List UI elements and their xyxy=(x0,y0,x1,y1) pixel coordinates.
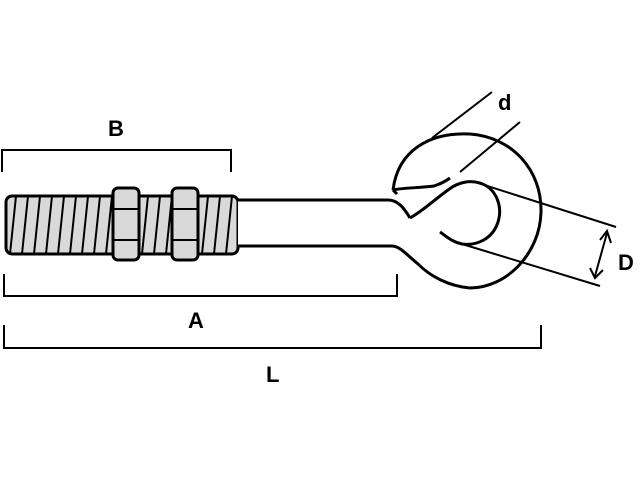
label-l: L xyxy=(266,362,279,387)
dimension-l-bracket xyxy=(3,325,542,349)
label-d: d xyxy=(498,90,511,115)
label-a: A xyxy=(188,308,204,333)
dimension-d-upper-lines xyxy=(461,182,617,287)
hex-nut-right xyxy=(170,186,200,262)
dimension-a-bracket xyxy=(3,274,398,297)
hex-nut-left xyxy=(111,186,141,262)
bolt-shank xyxy=(238,198,471,290)
dimension-d-lines xyxy=(431,91,521,173)
label-b: B xyxy=(108,116,124,141)
dimension-b-bracket xyxy=(1,149,232,172)
eye-loop xyxy=(391,132,543,290)
label-big-d: D xyxy=(618,250,634,275)
